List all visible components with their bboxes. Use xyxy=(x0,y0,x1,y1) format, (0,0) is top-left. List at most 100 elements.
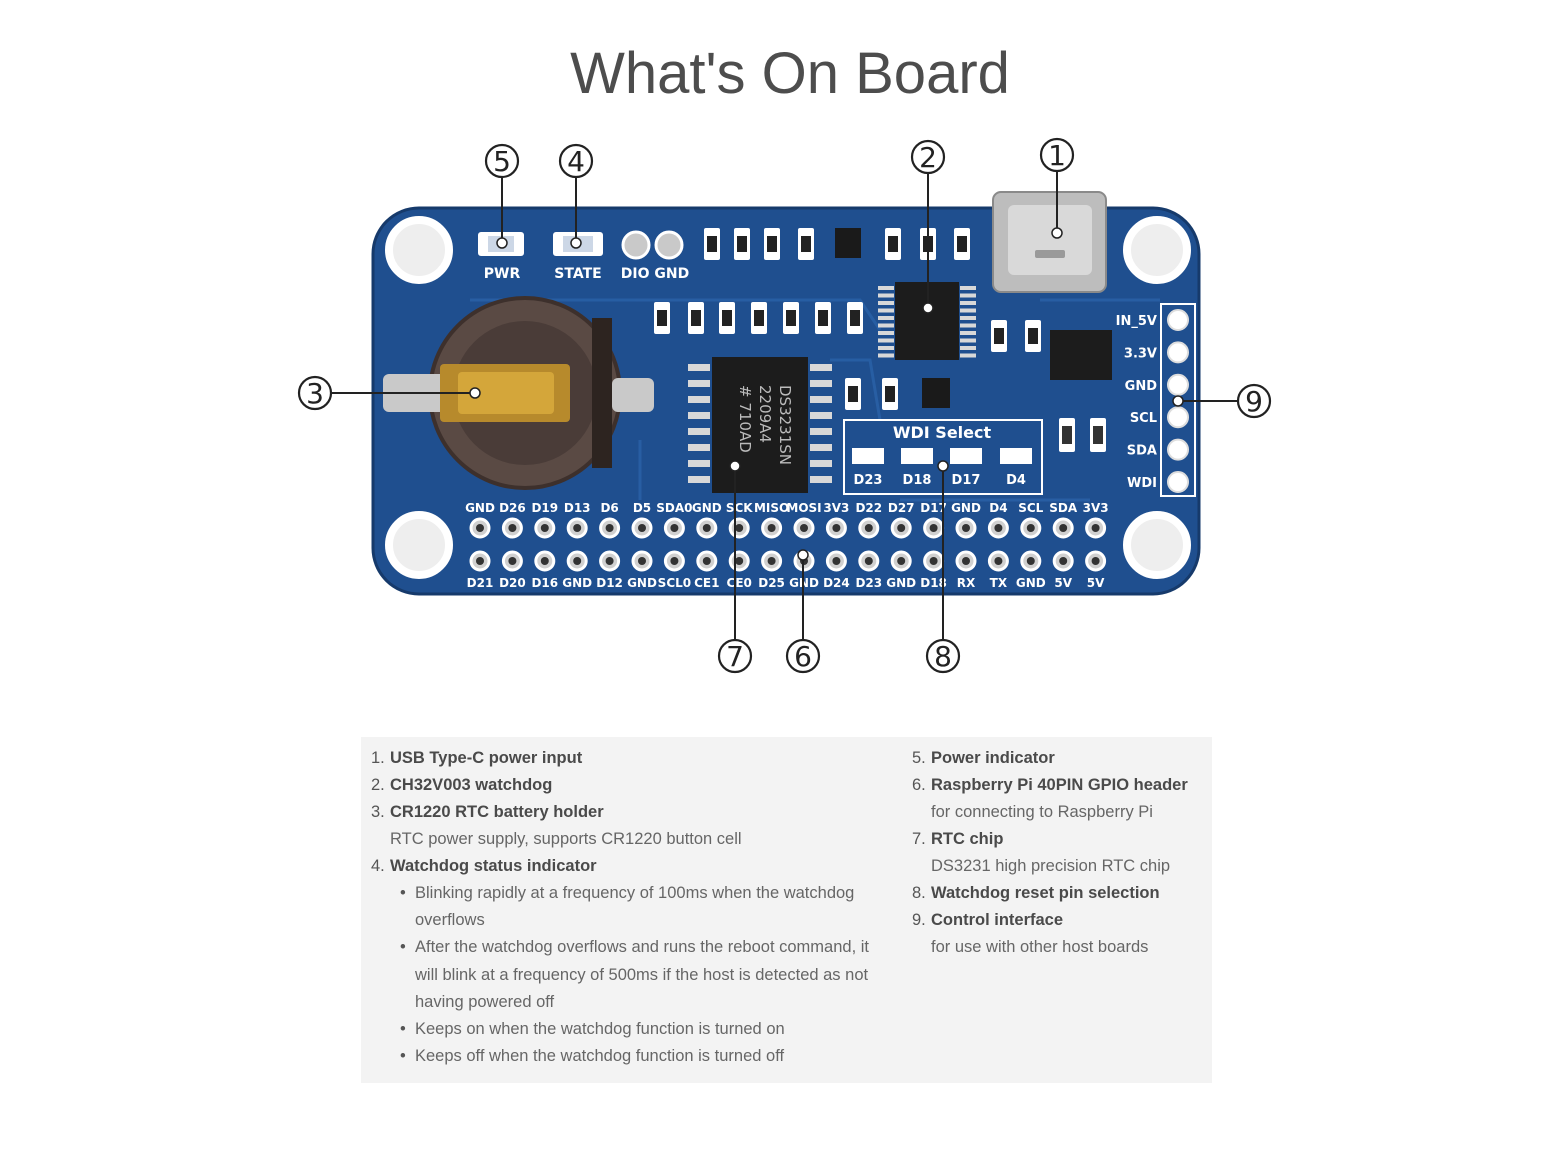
legend-panel: 1.USB Type-C power input 2.CH32V003 watc… xyxy=(361,737,1212,1083)
smd-component-body xyxy=(737,236,747,252)
dio-gnd-label: DIO GND xyxy=(621,266,689,282)
watchdog-chip-pin xyxy=(878,346,894,350)
gpio-pin-hole xyxy=(476,524,484,532)
control-pin[interactable] xyxy=(1167,406,1189,429)
gpio-pin-hole xyxy=(1091,557,1100,565)
mounting-holes xyxy=(385,216,1191,579)
gpio-pin-hole xyxy=(735,524,744,532)
wdi-jumper-d23[interactable] xyxy=(852,448,884,464)
wdi-jumper-d17[interactable] xyxy=(950,448,982,464)
watchdog-chip-pin xyxy=(878,323,894,328)
control-pin-label: IN_5V xyxy=(1116,314,1157,329)
smd-component-body xyxy=(885,386,895,402)
gpio-pin-label: RX xyxy=(957,576,976,590)
board-diagram: PWR STATE DIO GND DS3231SN 2209A4 # 710A… xyxy=(297,137,1272,674)
rtc-chip-pin xyxy=(810,412,832,419)
control-pin[interactable] xyxy=(1167,373,1189,396)
state-label: STATE xyxy=(554,266,601,282)
battery-holder xyxy=(383,296,654,490)
svg-text:1: 1 xyxy=(1048,139,1066,172)
rtc-chip-pin xyxy=(810,364,832,371)
legend-item: 1.USB Type-C power input xyxy=(371,749,583,767)
svg-text:7: 7 xyxy=(726,640,744,673)
gpio-pin-hole xyxy=(962,524,970,532)
gpio-pin-label: CE0 xyxy=(727,576,752,590)
legend-item: 4.Watchdog status indicator xyxy=(371,857,597,875)
wdi-jumper-d18[interactable] xyxy=(901,448,933,464)
control-pin[interactable] xyxy=(1167,471,1189,493)
gpio-pin-label: D5 xyxy=(633,501,651,515)
gpio-pin-hole xyxy=(962,557,970,565)
gpio-pin-hole xyxy=(1026,557,1035,565)
gpio-pin-label: MISO xyxy=(754,501,789,515)
gpio-pin-label: D6 xyxy=(600,501,618,515)
callout-1: 1 xyxy=(1039,137,1075,173)
gpio-pin-label: SDA xyxy=(1049,501,1078,515)
svg-text:8: 8 xyxy=(934,640,952,673)
gpio-pin-label: SDA0 xyxy=(656,501,692,515)
gpio-pin-label: D22 xyxy=(855,501,882,515)
watchdog-chip-pin xyxy=(878,293,894,298)
gpio-pin-hole xyxy=(605,557,614,565)
legend-item-description: for use with other host boards xyxy=(931,938,1149,956)
watchdog-chip-pin xyxy=(878,286,894,290)
watchdog-chip-pin xyxy=(960,308,976,313)
gpio-pin-hole xyxy=(1026,524,1035,532)
dio-pad xyxy=(621,230,651,260)
gpio-pin-hole xyxy=(767,557,776,565)
rtc-chip-pin xyxy=(688,460,710,467)
control-pin[interactable] xyxy=(1167,309,1189,331)
rtc-chip-pin xyxy=(810,380,832,387)
rtc-chip-pin xyxy=(688,444,710,451)
gpio-pin-hole xyxy=(832,524,841,532)
smd-component-body xyxy=(707,236,717,252)
watchdog-chip-pin xyxy=(960,286,976,290)
sot-chip-2 xyxy=(922,378,950,408)
watchdog-chip-pin xyxy=(878,316,894,320)
rtc-chip-pin xyxy=(688,428,710,435)
gpio-pin-hole xyxy=(702,557,711,565)
gpio-pin-label: GND xyxy=(465,501,495,515)
smd-component-body xyxy=(801,236,811,252)
callout-9: 9 xyxy=(1236,383,1272,419)
gpio-pin-label: GND xyxy=(789,576,819,590)
rtc-chip-pin xyxy=(688,396,710,403)
mount-hole xyxy=(385,511,453,579)
gpio-pin-label: 5V xyxy=(1087,576,1105,590)
gpio-pin-hole xyxy=(573,557,582,565)
control-pin[interactable] xyxy=(1167,438,1189,461)
gpio-pin-hole xyxy=(1091,524,1100,532)
gpio-pin-hole xyxy=(638,557,646,565)
gpio-pin-label: 3V3 xyxy=(1083,501,1109,515)
gpio-pin-hole xyxy=(864,524,873,532)
wdi-jumper-d4[interactable] xyxy=(1000,448,1032,464)
usb-c-connector[interactable] xyxy=(992,191,1107,293)
legend-item-description: RTC power supply, supports CR1220 button… xyxy=(390,830,742,848)
callout-4: 4 xyxy=(558,143,594,179)
gpio-pin-label: TX xyxy=(990,576,1008,590)
gpio-pin-hole xyxy=(508,524,517,532)
gpio-pin-label: D25 xyxy=(758,576,785,590)
smd-component-body xyxy=(786,310,796,326)
gpio-pin-hole xyxy=(864,557,873,565)
wdi-option-label: D18 xyxy=(903,473,932,488)
gpio-pin-label: D23 xyxy=(855,576,882,590)
bullet-item: Keeps off when the watchdog function is … xyxy=(371,1043,891,1070)
gpio-pin-hole xyxy=(670,557,679,565)
legend-item: 2.CH32V003 watchdog xyxy=(371,776,553,794)
gpio-pin-label: D26 xyxy=(499,501,526,515)
legend-item: 6.Raspberry Pi 40PIN GPIO header xyxy=(912,776,1188,794)
gpio-pin-label: D24 xyxy=(823,576,850,590)
watchdog-chip-pin xyxy=(878,331,894,335)
legend-right-column: 5.Power indicator 6.Raspberry Pi 40PIN G… xyxy=(912,745,1208,961)
mount-hole xyxy=(385,216,453,284)
page-title: What's On Board xyxy=(570,41,1010,106)
gpio-pin-hole xyxy=(800,524,808,532)
leader-lines xyxy=(331,170,1238,640)
gpio-pin-hole xyxy=(702,524,711,532)
mount-hole xyxy=(1123,511,1191,579)
rtc-chip-marking: DS3231SN xyxy=(776,385,794,465)
control-pin[interactable] xyxy=(1167,341,1189,364)
